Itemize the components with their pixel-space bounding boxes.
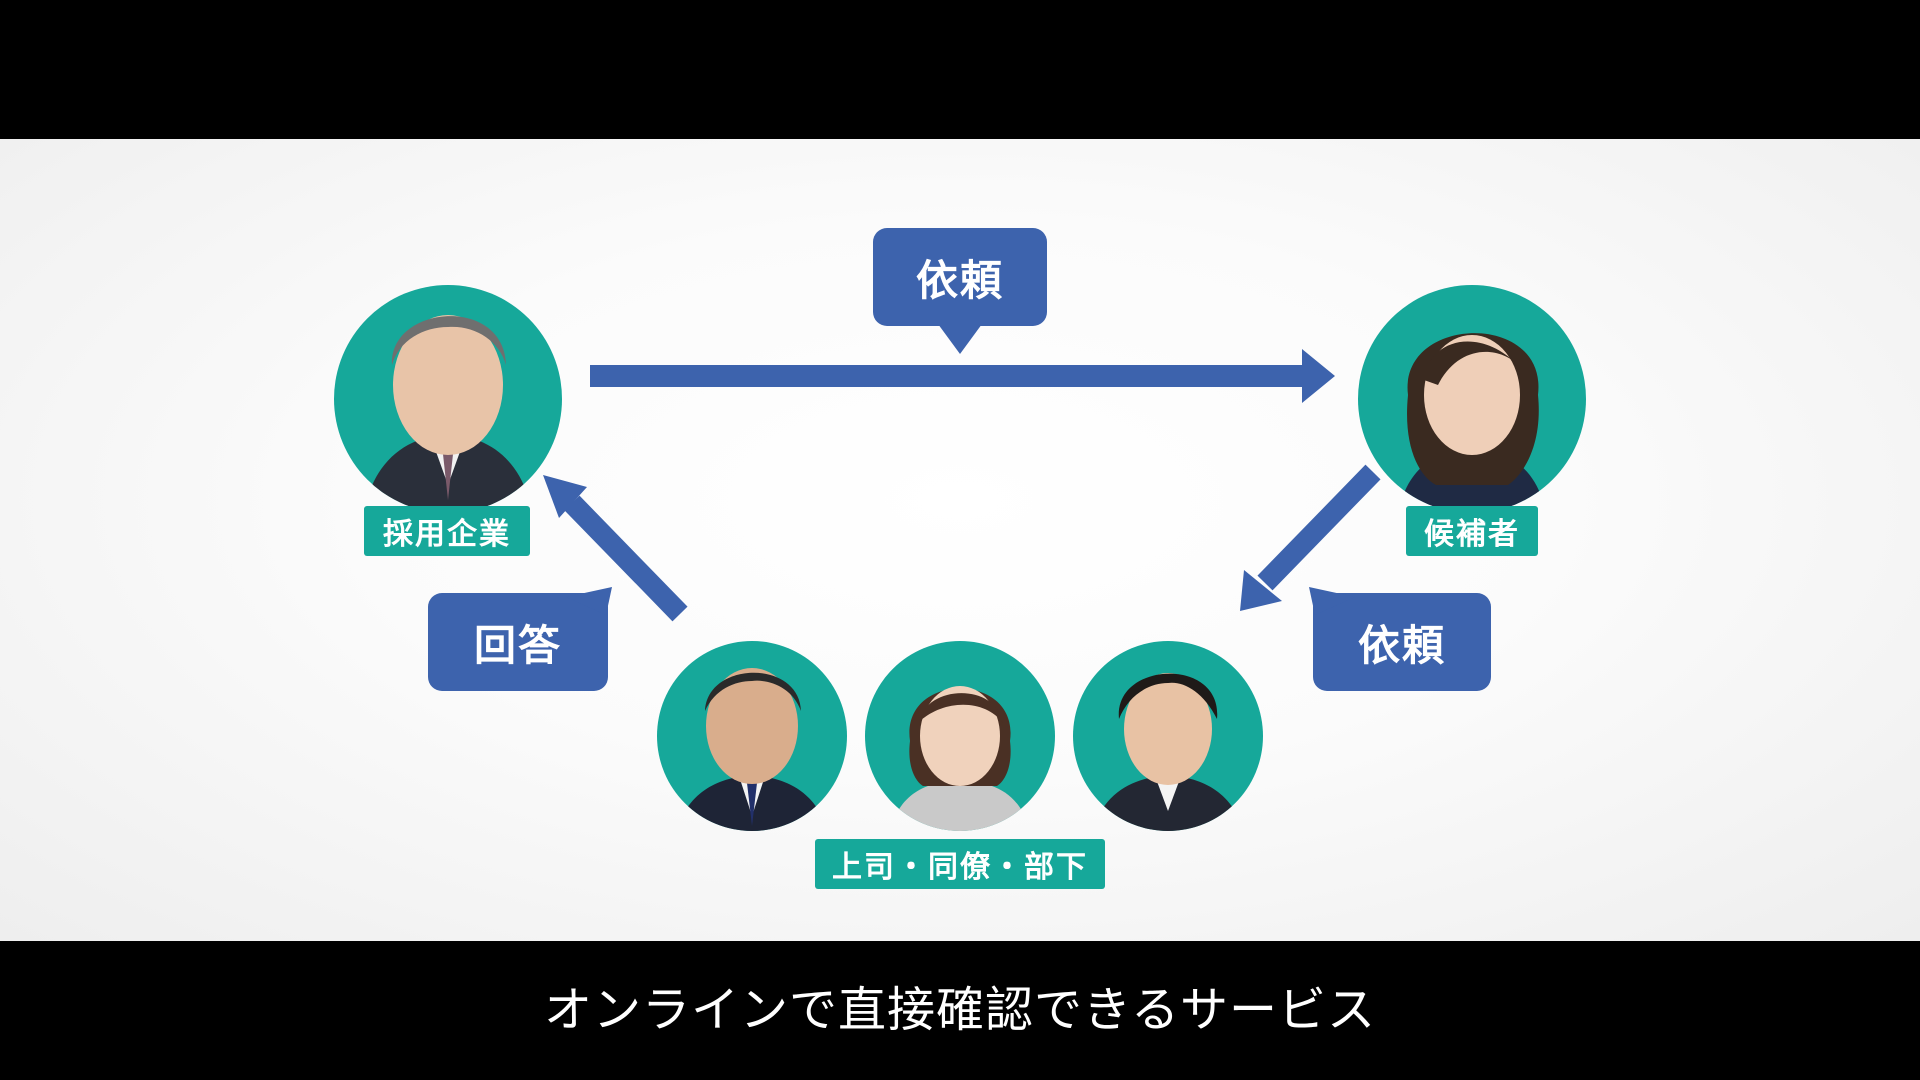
reference-person-colleague-avatar <box>865 641 1055 831</box>
label-company-text: 採用企業 <box>383 517 511 552</box>
bubble-tail-request-right <box>1309 587 1355 615</box>
subtitle-caption: オンラインで直接確認できるサービス <box>543 982 1377 1038</box>
letterbox-bottom <box>0 941 1920 1080</box>
arrow-company-to-candidate <box>590 349 1335 403</box>
label-candidate-text: 候補者 <box>1424 517 1520 552</box>
company-person-avatar <box>334 285 562 513</box>
speech-bubble-answer: 回答 <box>428 593 608 691</box>
arrow-candidate-to-references <box>1240 464 1381 611</box>
bubble-tail-answer <box>566 587 612 615</box>
request-right-text: 依頼 <box>1357 620 1446 670</box>
label-references: 上司・同僚・部下 <box>815 839 1105 889</box>
arrows-layer <box>543 349 1381 622</box>
bubble-tail-top <box>938 324 982 354</box>
label-candidate: 候補者 <box>1406 506 1538 556</box>
speech-bubble-request-right: 依頼 <box>1313 593 1491 691</box>
reference-person-boss-avatar <box>657 641 847 831</box>
request-top-text: 依頼 <box>915 255 1004 305</box>
speech-bubble-request-top: 依頼 <box>873 228 1047 326</box>
candidate-person-avatar <box>1358 285 1586 513</box>
diagram-stage: 依頼 回答 依頼 採用企業 候補者 <box>0 139 1920 941</box>
label-references-text: 上司・同僚・部下 <box>832 850 1088 885</box>
label-company: 採用企業 <box>364 506 530 556</box>
reference-person-subordinate-avatar <box>1073 641 1263 831</box>
answer-text: 回答 <box>473 620 562 670</box>
letterbox-top <box>0 0 1920 139</box>
arrow-references-to-company <box>543 475 688 622</box>
